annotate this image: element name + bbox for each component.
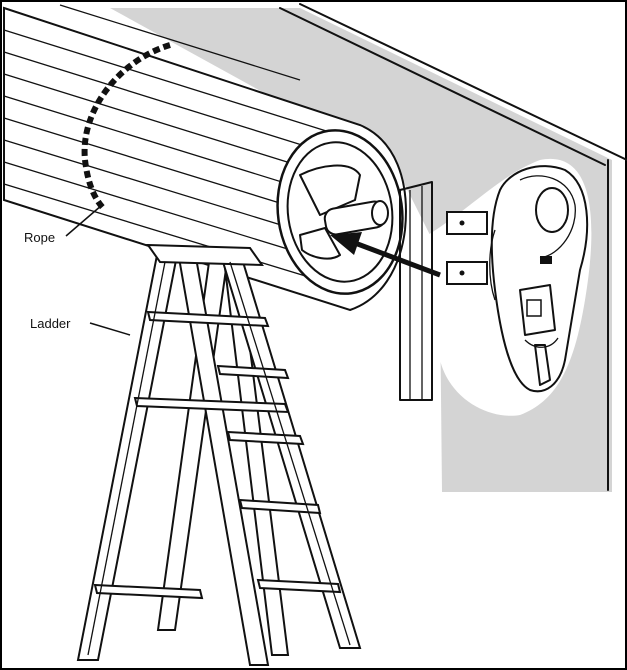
ladder-label: Ladder [30, 316, 71, 331]
mount-direction-arrow-icon [330, 232, 441, 278]
door-opener-motor-icon [489, 165, 589, 393]
chain-wheel-icon [276, 129, 404, 295]
ceiling-edge [299, 3, 627, 161]
rope-line [81, 42, 171, 213]
rope-leader-line [65, 204, 103, 237]
mounting-studs [446, 211, 488, 285]
ladder-leader-line [89, 322, 131, 336]
rope-label: Rope [24, 230, 55, 245]
wall-bracket [399, 181, 433, 401]
ladder [76, 243, 362, 666]
ceiling-inner-edge [279, 7, 606, 166]
